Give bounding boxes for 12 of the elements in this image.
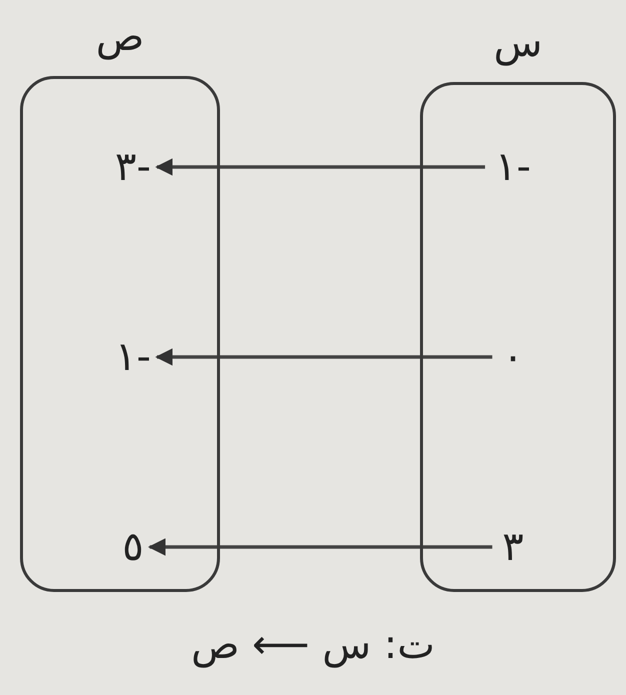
arrow — [155, 158, 486, 176]
set-element: ٥ — [122, 523, 144, 571]
set-element: ٣- — [115, 143, 151, 191]
set-element: ١- — [115, 333, 151, 381]
set-element: ٠ — [502, 333, 524, 381]
set-label: س — [492, 19, 544, 68]
caption: ت: س ⟵ ص — [190, 621, 436, 670]
set-element: ٣ — [502, 523, 524, 571]
arrow — [148, 538, 492, 556]
set-element: ١- — [495, 143, 531, 191]
set-label: ص — [94, 13, 146, 62]
arrow — [155, 348, 492, 366]
